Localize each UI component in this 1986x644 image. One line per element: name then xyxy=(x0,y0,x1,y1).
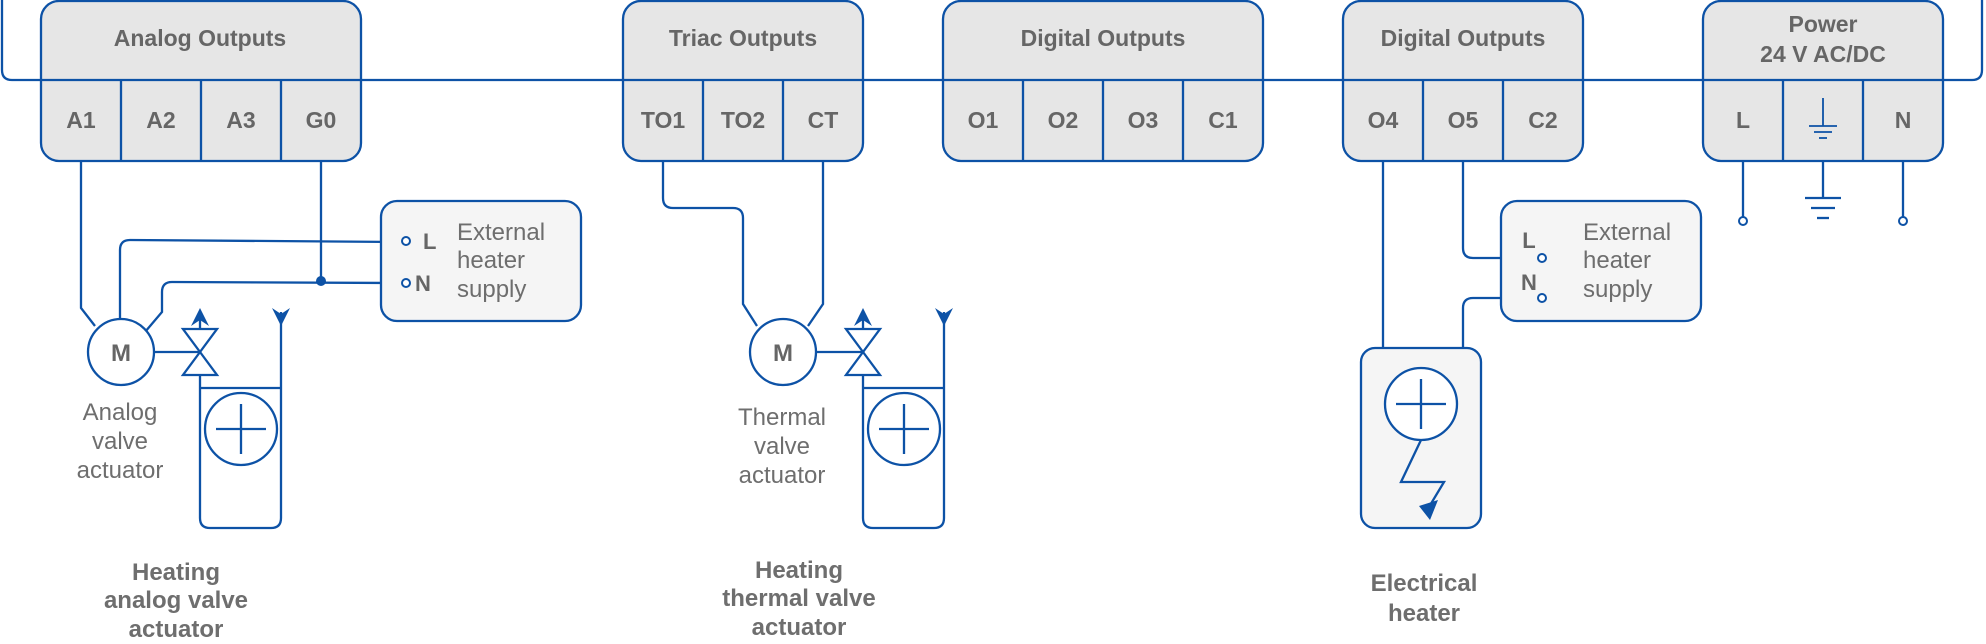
supply2-label-line2: heater xyxy=(1583,247,1651,274)
thermal-actuator-label-1: Thermal xyxy=(738,404,826,431)
thermal-motor-label: M xyxy=(773,340,793,367)
terminal-o2: O2 xyxy=(1048,107,1079,133)
caption-heating-thermal-1: Heating xyxy=(755,557,843,584)
terminal-a3: A3 xyxy=(226,107,255,133)
analog-circuit: M L N External heater sup xyxy=(77,161,583,643)
caption-heating-analog-2: analog valve xyxy=(104,587,248,614)
analog-actuator-label-2: valve xyxy=(92,428,148,455)
terminal-to2: TO2 xyxy=(721,107,765,133)
caption-heating-analog-3: actuator xyxy=(129,616,224,643)
arrow-up-icon xyxy=(191,308,209,329)
analog-outputs-title: Analog Outputs xyxy=(114,25,286,51)
heater-plus-icon xyxy=(203,391,279,467)
analog-actuator-label-1: Analog xyxy=(83,399,158,426)
terminal-a1: A1 xyxy=(66,107,96,133)
terminal-to1: TO1 xyxy=(641,107,686,133)
supply2-pin-n: N xyxy=(1521,270,1537,295)
thermal-circuit: M Thermal valve actuator Heating thermal… xyxy=(661,161,953,641)
triac-outputs-title: Triac Outputs xyxy=(669,25,817,51)
terminal-l: L xyxy=(1736,107,1750,133)
external-supply-box-2 xyxy=(1499,199,1703,323)
terminal-c1: C1 xyxy=(1208,107,1238,133)
caption-electrical-heater-1: Electrical xyxy=(1371,570,1478,597)
motor-label: M xyxy=(111,340,131,367)
digital-outputs-block-1: Digital Outputs O1 O2 O3 C1 xyxy=(941,0,1265,163)
electrical-heater-circuit: L N External heater supply Electrical he… xyxy=(1359,161,1703,627)
triac-outputs-block: Triac Outputs TO1 TO2 CT xyxy=(621,0,865,163)
terminal-o5: O5 xyxy=(1448,107,1479,133)
power-title: Power xyxy=(1788,11,1857,37)
terminal-o1: O1 xyxy=(968,107,999,133)
heater-plus-icon xyxy=(1383,366,1459,442)
digital-outputs-title-2: Digital Outputs xyxy=(1381,25,1546,51)
supply2-pin-l: L xyxy=(1522,228,1535,253)
heater-plus-icon xyxy=(866,391,942,467)
analog-actuator-label-3: actuator xyxy=(77,457,164,484)
terminal-g0: G0 xyxy=(306,107,337,133)
supply-pin-l: L xyxy=(423,229,436,254)
terminal-n: N xyxy=(1895,107,1912,133)
caption-electrical-heater-2: heater xyxy=(1388,600,1460,627)
supply-label-line1: External xyxy=(457,219,545,246)
ground-icon xyxy=(1809,98,1837,139)
thermal-actuator-label-3: actuator xyxy=(739,462,826,489)
supply2-label-line3: supply xyxy=(1583,276,1652,303)
supply-pin-n: N xyxy=(415,271,431,296)
external-supply-box-1 xyxy=(379,199,583,323)
analog-outputs-block: Analog Outputs A1 A2 A3 G0 xyxy=(39,0,363,163)
terminal-c2: C2 xyxy=(1528,107,1557,133)
digital-outputs-title-1: Digital Outputs xyxy=(1021,25,1186,51)
arrow-down-icon xyxy=(272,308,290,326)
thermal-actuator-label-2: valve xyxy=(754,433,810,460)
junction-dot xyxy=(316,276,326,286)
caption-heating-analog-1: Heating xyxy=(132,559,220,586)
terminal-a2: A2 xyxy=(146,107,175,133)
arrow-up-icon xyxy=(854,308,872,329)
digital-outputs-block-2: Digital Outputs O4 O5 C2 xyxy=(1341,0,1585,163)
power-wires xyxy=(1738,161,1908,226)
terminal-o3: O3 xyxy=(1128,107,1159,133)
power-voltage: 24 V AC/DC xyxy=(1760,41,1886,67)
caption-heating-thermal-3: actuator xyxy=(752,614,847,641)
terminal-ct: CT xyxy=(808,107,839,133)
power-block: Power 24 V AC/DC L N xyxy=(1701,0,1945,163)
terminal-o4: O4 xyxy=(1368,107,1399,133)
lightning-icon xyxy=(1399,439,1447,520)
supply-label-line3: supply xyxy=(457,276,526,303)
earth-ground-icon xyxy=(1805,161,1841,220)
supply-label-line2: heater xyxy=(457,247,525,274)
arrow-down-icon xyxy=(935,308,953,326)
caption-heating-thermal-2: thermal valve xyxy=(722,585,875,612)
supply2-label-line1: External xyxy=(1583,219,1671,246)
